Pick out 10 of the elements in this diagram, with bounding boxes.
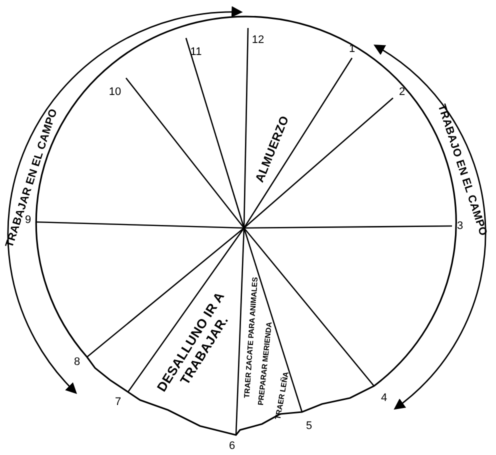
hour-number: 7	[114, 395, 122, 410]
hour-number: 2	[398, 85, 406, 100]
hour-number: 5	[304, 419, 314, 434]
hour-number: 12	[250, 33, 266, 48]
hour-number: 6	[228, 439, 236, 454]
hour-number: 11	[189, 45, 203, 60]
hour-number: 8	[72, 355, 82, 370]
hour-number: 10	[108, 85, 122, 100]
hour-number: 3	[456, 219, 464, 234]
hour-number: 4	[380, 391, 388, 406]
